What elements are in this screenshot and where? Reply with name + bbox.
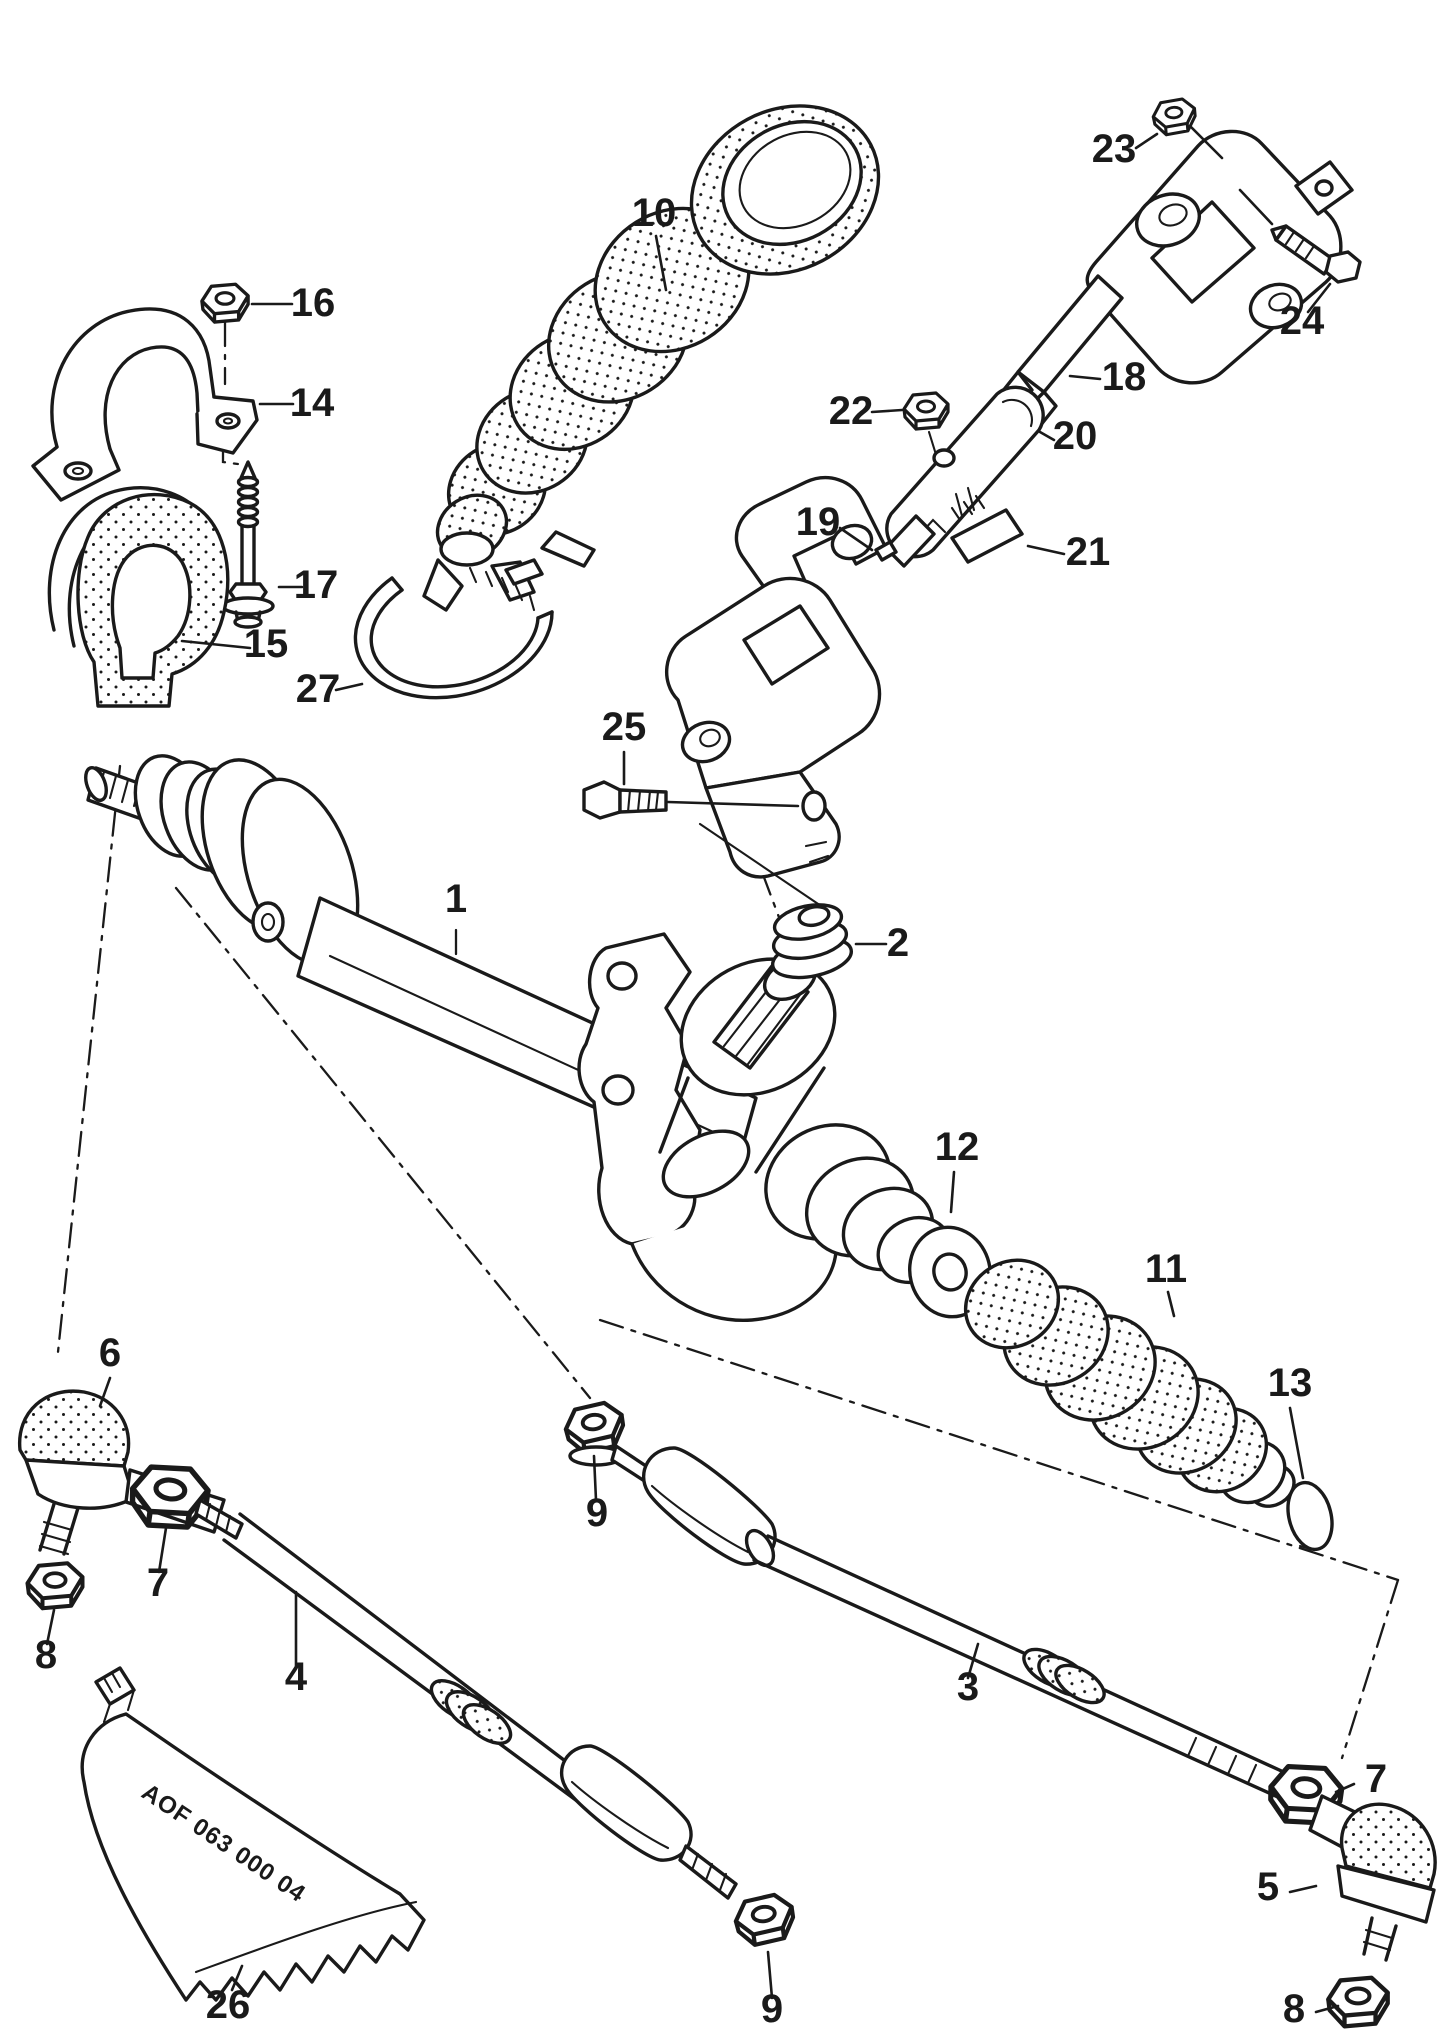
part-4-tie-rod-left xyxy=(222,1512,738,1900)
part-27-clamp-ring xyxy=(353,558,554,700)
callout-8-right: 8 xyxy=(1283,1987,1305,2029)
part-14-clamp-bracket xyxy=(31,307,259,502)
callout-2: 2 xyxy=(887,921,909,965)
callout-labels: 16 14 17 15 27 10 23 24 18 22 20 19 21 2… xyxy=(35,127,1387,2029)
part-3-tie-rod-right xyxy=(610,1444,1290,1800)
part-18-column-joint-upper xyxy=(1000,129,1354,428)
callout-26: 26 xyxy=(206,1983,251,2027)
callout-18: 18 xyxy=(1102,355,1147,399)
callout-10: 10 xyxy=(632,191,677,235)
callout-14: 14 xyxy=(290,381,335,425)
callout-20: 20 xyxy=(1053,414,1098,458)
callout-22: 22 xyxy=(829,389,874,433)
callout-16: 16 xyxy=(291,281,336,325)
callout-21: 21 xyxy=(1066,530,1111,574)
part-25-bolt xyxy=(582,780,668,820)
part-13-disc xyxy=(1286,1480,1334,1552)
callout-27: 27 xyxy=(296,667,341,711)
callout-8-left: 8 xyxy=(35,1633,57,1677)
part-2-cap xyxy=(698,822,854,980)
part-7-clamp-left xyxy=(128,1462,244,1540)
callout-23: 23 xyxy=(1092,127,1137,171)
part-24-bolt xyxy=(1270,224,1362,284)
part-1-rack-housing xyxy=(84,754,952,1322)
part-21-stud-plate xyxy=(950,486,1024,564)
part-16-nut xyxy=(200,282,250,324)
callout-12: 12 xyxy=(935,1125,980,1169)
construction-lines xyxy=(56,320,1400,1760)
callout-5: 5 xyxy=(1257,1865,1279,1909)
callout-7-right: 7 xyxy=(1365,1757,1387,1801)
part-17-stud xyxy=(221,460,275,629)
callout-15: 15 xyxy=(244,622,289,666)
callout-9-lower: 9 xyxy=(761,1987,783,2029)
callout-11: 11 xyxy=(1145,1247,1187,1291)
part-8-nut-left xyxy=(25,1561,85,1611)
part-10-bellows-boot xyxy=(422,104,881,612)
part-23-nut xyxy=(1150,96,1199,138)
callout-19: 19 xyxy=(796,500,841,544)
leader-lines xyxy=(45,125,1356,2014)
callout-3: 3 xyxy=(957,1665,979,1709)
callout-25: 25 xyxy=(602,705,647,749)
part-19-column-joint-lower xyxy=(665,476,936,879)
part-15-bushing xyxy=(47,486,230,708)
callout-24: 24 xyxy=(1280,299,1325,343)
callout-9-upper: 9 xyxy=(586,1491,608,1535)
part-5-tie-rod-end xyxy=(1308,1794,1437,1962)
callout-17: 17 xyxy=(294,563,339,607)
part-8-nut-right xyxy=(1328,1978,1387,2027)
part-11-boot xyxy=(963,1258,1296,1508)
callout-7-left: 7 xyxy=(147,1561,169,1605)
part-9-nut-lower xyxy=(733,1893,796,1947)
callout-13: 13 xyxy=(1268,1361,1313,1405)
callout-6: 6 xyxy=(99,1331,121,1375)
callout-4: 4 xyxy=(285,1655,308,1699)
part-26-grease-tube: AOF 063 000 04 xyxy=(80,1666,426,2002)
callout-1: 1 xyxy=(445,877,467,921)
